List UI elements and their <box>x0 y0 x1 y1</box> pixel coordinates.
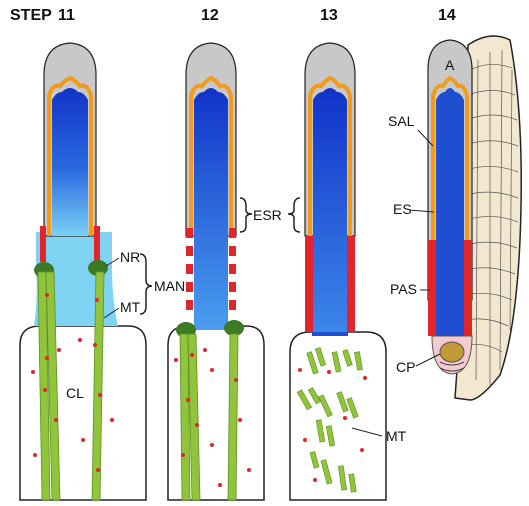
step-14-cell <box>428 36 521 400</box>
label-cp: CP <box>396 359 415 375</box>
step-12-number: 12 <box>201 7 219 24</box>
esr-brace-left <box>240 198 252 232</box>
label-man: MAN <box>154 278 185 294</box>
nucleus <box>52 88 88 236</box>
label-mt: MT <box>120 299 141 315</box>
label-es: ES <box>393 201 412 217</box>
step-prefix: STEP <box>10 7 52 24</box>
nucleus-base <box>312 332 348 336</box>
dashed-band-left <box>186 228 193 328</box>
cytoplasm-body <box>20 326 146 500</box>
step-13-number: 13 <box>320 7 338 24</box>
label-mt-13: MT <box>386 428 407 444</box>
red-band-left <box>40 226 46 262</box>
label-sal: SAL <box>388 113 415 129</box>
step-12-cell <box>168 43 264 500</box>
nucleus <box>436 88 464 336</box>
man-brace <box>140 254 152 314</box>
label-pas: PAS <box>390 281 417 297</box>
step-14-number: 14 <box>438 7 456 24</box>
label-esr: ESR <box>253 207 282 223</box>
nucleus <box>313 88 347 332</box>
connecting-piece <box>440 342 464 362</box>
red-band-right <box>94 226 100 262</box>
step-11-cell <box>20 43 146 500</box>
label-nr: NR <box>120 249 140 265</box>
dashed-band-right <box>229 228 236 328</box>
label-cl: CL <box>66 385 84 401</box>
step-11-number: 11 <box>58 7 75 24</box>
label-a: A <box>445 57 455 73</box>
step-13-cell <box>290 43 386 500</box>
esr-brace-right <box>288 198 300 232</box>
nucleus <box>194 88 228 330</box>
